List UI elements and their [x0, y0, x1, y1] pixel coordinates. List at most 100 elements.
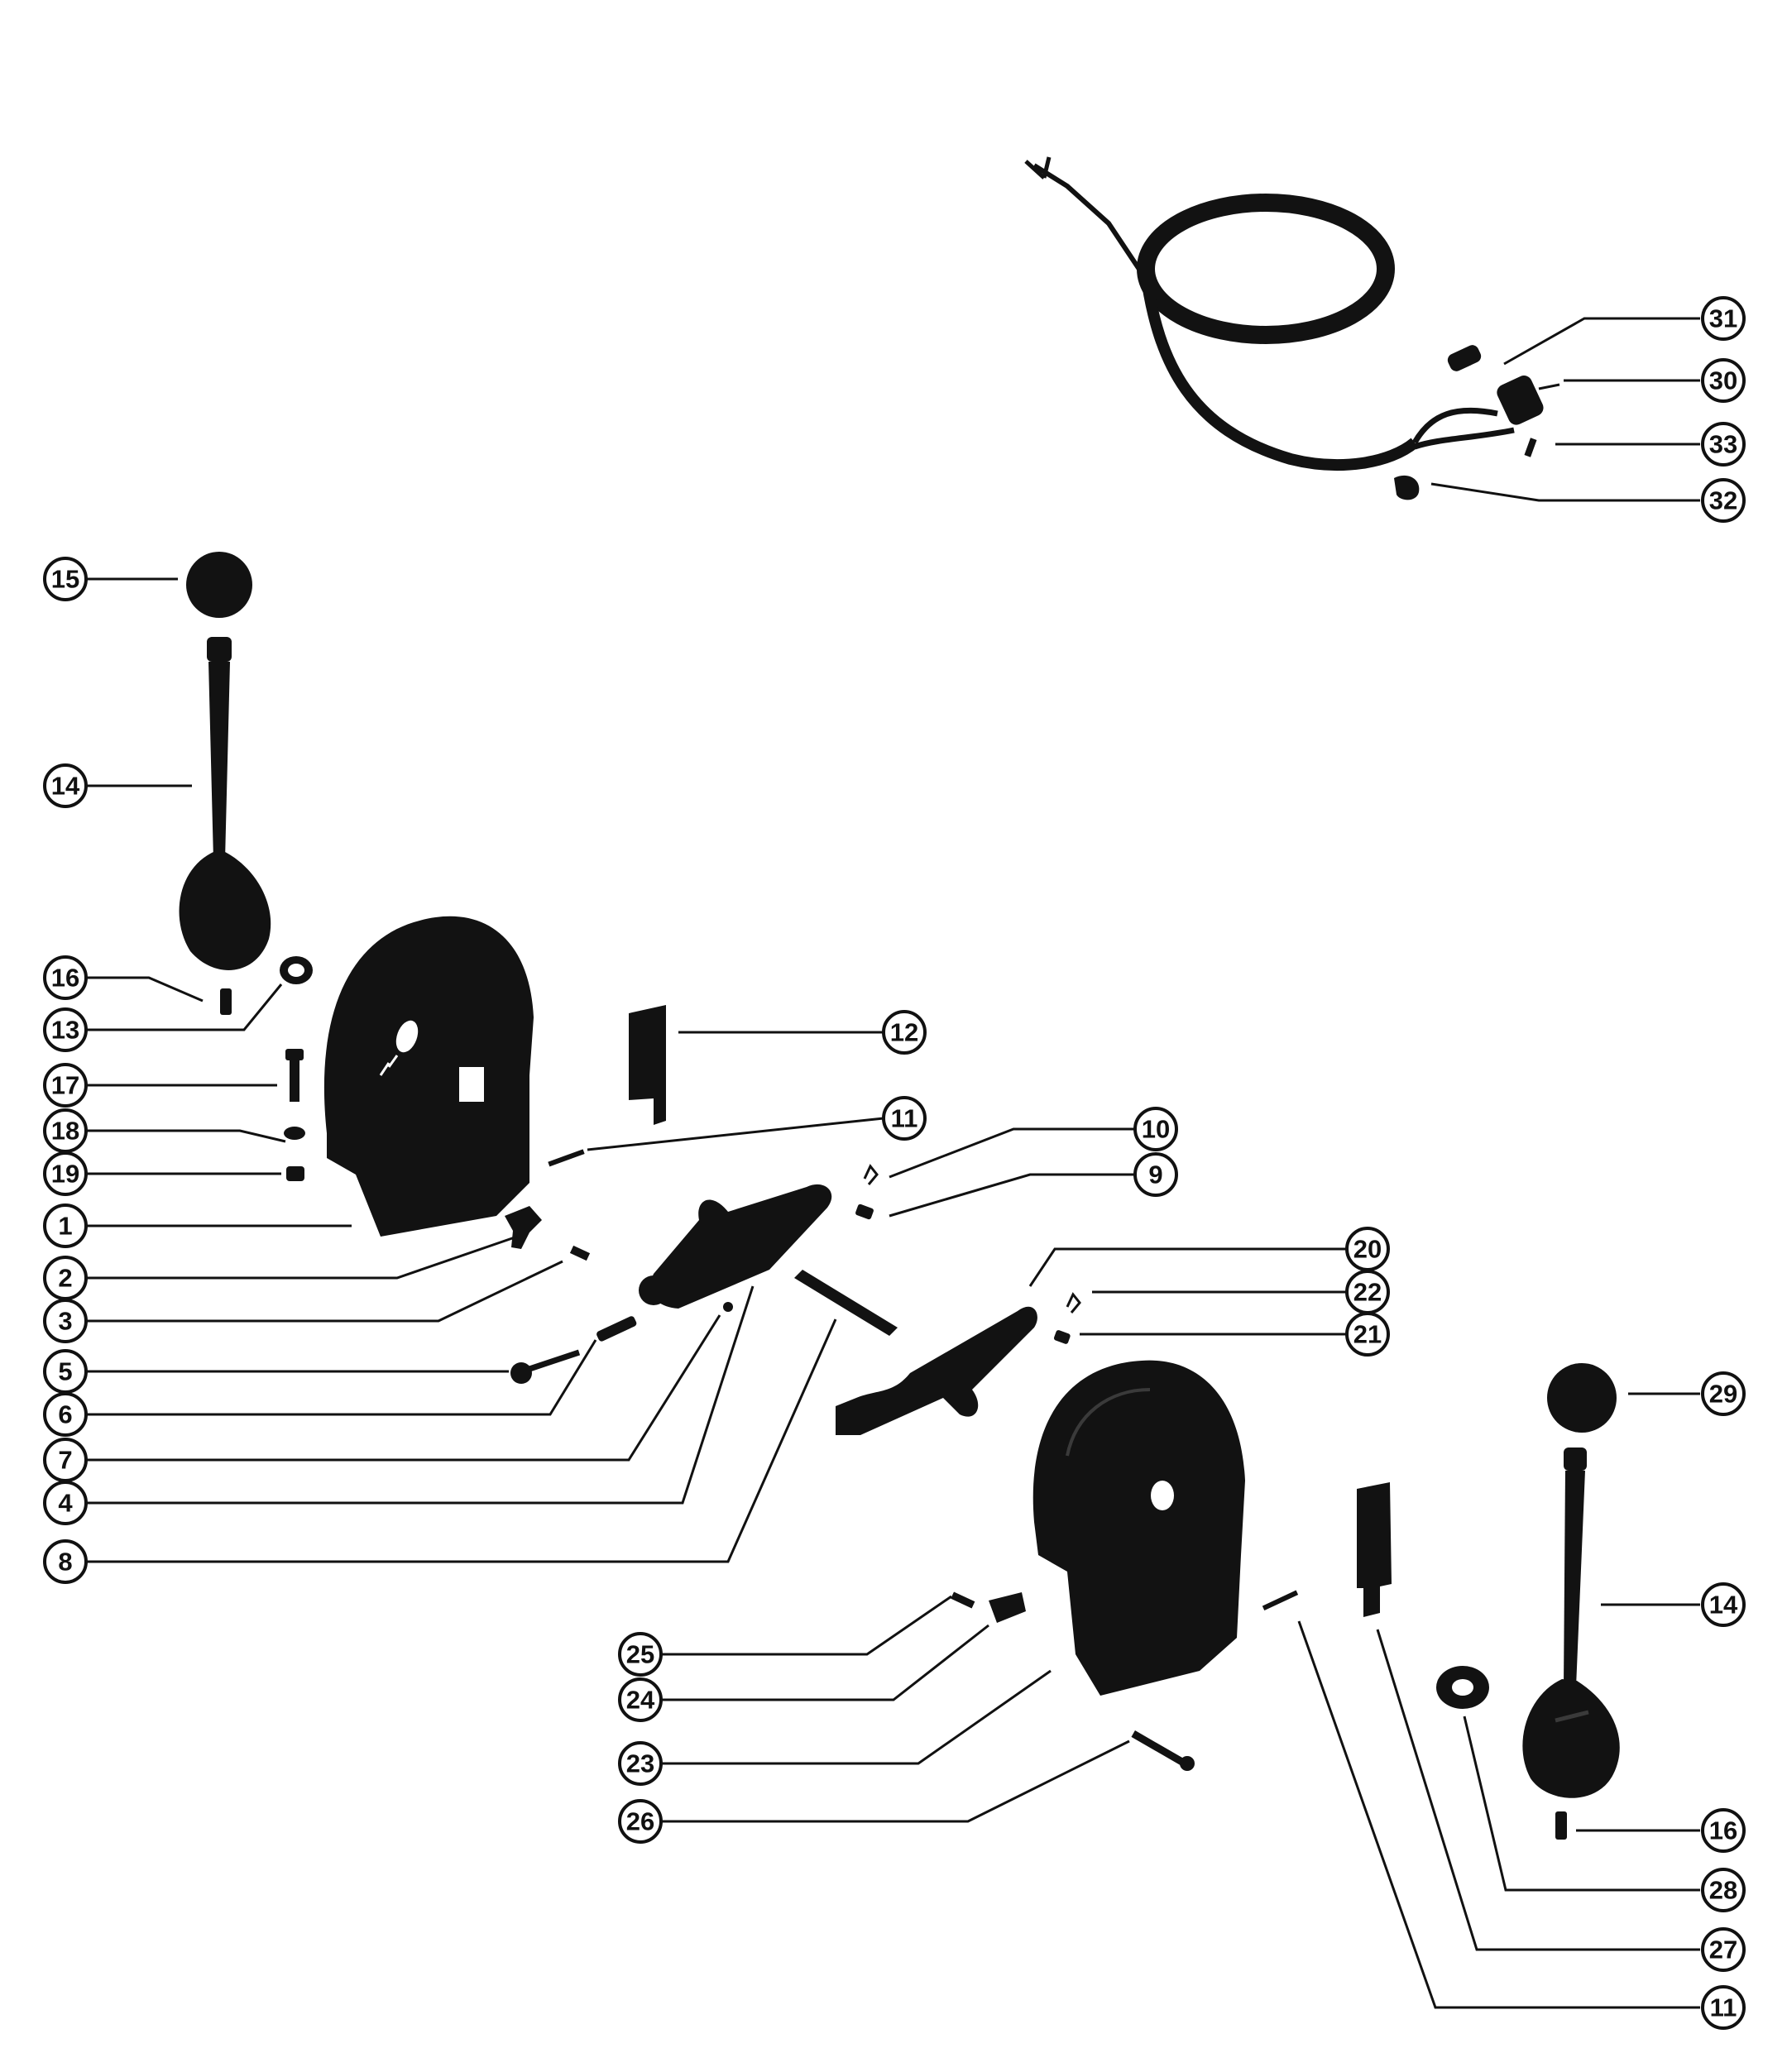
svg-text:9: 9: [1148, 1160, 1162, 1189]
nut-part-19: [286, 1166, 304, 1181]
control-housing-left: [323, 916, 534, 1237]
callout-16-left: 16: [43, 955, 88, 1000]
detent-part-2: [505, 1206, 542, 1249]
callout-6: 6: [43, 1392, 88, 1437]
callout-15: 15: [43, 557, 88, 601]
svg-text:32: 32: [1709, 486, 1737, 515]
roll-pin-part-11-right: [1262, 1590, 1299, 1611]
callout-16-right: 16: [1701, 1808, 1746, 1853]
callout-18: 18: [43, 1108, 88, 1153]
svg-text:6: 6: [58, 1400, 72, 1429]
bushing-part-9: [855, 1203, 874, 1220]
screw-part-3: [569, 1245, 591, 1261]
screw-part-25: [951, 1591, 975, 1609]
svg-text:15: 15: [51, 565, 79, 594]
screw-part: [1524, 438, 1537, 457]
callout-30: 30: [1701, 358, 1746, 403]
bushing-part-21: [1053, 1330, 1071, 1344]
callout-10: 10: [1133, 1107, 1178, 1151]
svg-text:12: 12: [890, 1018, 918, 1047]
bolt-part-17: [285, 1049, 304, 1102]
connector-part: [1497, 376, 1560, 425]
callout-12: 12: [882, 1010, 927, 1055]
callout-7: 7: [43, 1438, 88, 1482]
leader-lines: [86, 317, 1700, 2009]
svg-text:2: 2: [58, 1264, 72, 1293]
callout-19: 19: [43, 1151, 88, 1196]
callout-23: 23: [618, 1741, 663, 1786]
pin-part-right: [1555, 1811, 1567, 1840]
svg-text:8: 8: [58, 1548, 72, 1577]
callout-26: 26: [618, 1799, 663, 1844]
svg-text:29: 29: [1709, 1380, 1737, 1409]
shift-arm-part-right: [836, 1306, 1037, 1435]
callout-28: 28: [1701, 1868, 1746, 1912]
svg-text:23: 23: [626, 1749, 654, 1778]
svg-text:20: 20: [1353, 1235, 1382, 1264]
svg-text:31: 31: [1709, 304, 1737, 333]
knob-part-right: [1547, 1363, 1617, 1433]
spring-part-6: [596, 1316, 637, 1342]
callout-25: 25: [618, 1632, 663, 1677]
callout-27: 27: [1701, 1927, 1746, 1972]
svg-text:1: 1: [58, 1212, 72, 1241]
callout-1: 1: [43, 1203, 88, 1248]
svg-text:27: 27: [1709, 1936, 1737, 1964]
svg-text:13: 13: [51, 1016, 79, 1045]
svg-text:14: 14: [51, 772, 80, 801]
clip-part-10: [863, 1164, 879, 1185]
control-housing-right: [1032, 1360, 1245, 1696]
washer-part-18: [284, 1127, 305, 1140]
washer-part-28: [1436, 1666, 1489, 1709]
svg-text:14: 14: [1709, 1591, 1738, 1620]
svg-text:33: 33: [1709, 430, 1737, 459]
svg-text:28: 28: [1709, 1876, 1737, 1905]
washer-part-left: [280, 956, 313, 984]
detent-part-24: [989, 1592, 1026, 1623]
callout-2: 2: [43, 1256, 88, 1300]
svg-text:11: 11: [1710, 1993, 1737, 2022]
terminal-part: [1447, 345, 1482, 371]
svg-text:26: 26: [626, 1807, 654, 1836]
svg-text:25: 25: [626, 1640, 654, 1669]
callout-32: 32: [1701, 478, 1746, 523]
callout-22: 22: [1345, 1270, 1390, 1314]
svg-text:24: 24: [626, 1686, 655, 1715]
cover-plate-part-27: [1357, 1482, 1392, 1617]
svg-text:22: 22: [1353, 1278, 1382, 1307]
callout-11-lower: 11: [1701, 1985, 1746, 2030]
svg-text:16: 16: [1709, 1816, 1737, 1845]
wiring-harness: [1024, 156, 1515, 471]
callout-14-left: 14: [43, 763, 88, 808]
roll-pin-part-11-left: [548, 1149, 585, 1167]
callout-3: 3: [43, 1299, 88, 1343]
callout-11-upper: 11: [882, 1096, 927, 1141]
svg-text:4: 4: [58, 1489, 73, 1518]
svg-text:18: 18: [51, 1117, 79, 1146]
knob-part-left: [186, 552, 252, 618]
svg-text:11: 11: [891, 1104, 918, 1133]
svg-text:19: 19: [51, 1160, 79, 1189]
plug-part: [1394, 475, 1420, 500]
bolt-part-26: [1131, 1730, 1195, 1771]
callout-21: 21: [1345, 1312, 1390, 1357]
svg-text:3: 3: [58, 1307, 72, 1336]
ball-part-4: [723, 1302, 733, 1312]
handle-lever-part-right: [1522, 1448, 1620, 1798]
callout-9: 9: [1133, 1152, 1178, 1197]
svg-text:30: 30: [1709, 366, 1737, 395]
cover-plate-part-left: [629, 1005, 666, 1125]
callout-8: 8: [43, 1539, 88, 1584]
callout-4: 4: [43, 1481, 88, 1525]
shaft-part-8: [794, 1270, 898, 1336]
handle-lever-part-left: [179, 637, 271, 970]
pin-part-left: [220, 988, 232, 1015]
svg-text:7: 7: [58, 1446, 72, 1475]
callout-5: 5: [43, 1349, 88, 1394]
svg-text:21: 21: [1353, 1320, 1382, 1349]
callout-14-right: 14: [1701, 1582, 1746, 1627]
callout-17: 17: [43, 1063, 88, 1108]
svg-text:16: 16: [51, 964, 79, 993]
cable-end-part-5: [510, 1349, 581, 1384]
